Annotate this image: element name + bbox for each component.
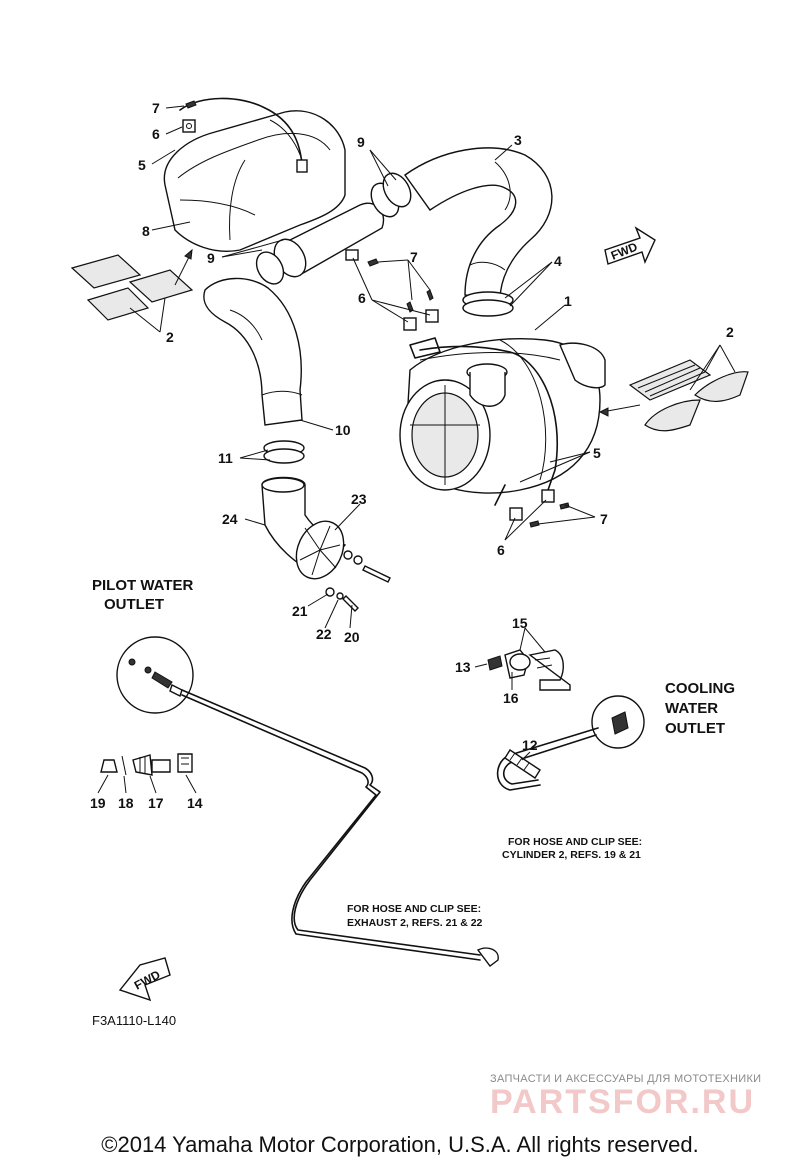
ref-21: 21	[292, 603, 308, 619]
air-box	[399, 338, 606, 494]
cooling-fitting	[487, 649, 571, 691]
pilot-caption-2: OUTLET	[104, 596, 164, 613]
ref-23: 23	[351, 491, 367, 507]
cylinder-note-2: CYLINDER 2, REFS. 19 & 21	[502, 849, 641, 861]
ref-12: 12	[522, 737, 538, 753]
ref-8: 8	[142, 223, 150, 239]
pilot-hose	[181, 689, 499, 967]
watermark-tagline: ЗАПЧАСТИ И АКСЕССУАРЫ ДЛЯ МОТОТЕХНИКИ	[490, 1073, 761, 1085]
ref-7-middle: 7	[410, 249, 418, 265]
ref-13: 13	[455, 659, 471, 675]
ref-16: 16	[503, 690, 519, 706]
exhaust-note-1: FOR HOSE AND CLIP SEE:	[347, 903, 481, 915]
ref-6-middle: 6	[358, 290, 366, 306]
ref-2-right: 2	[726, 324, 734, 340]
pilot-detail-circle	[116, 636, 194, 714]
ref-6-top: 6	[152, 126, 160, 142]
intake-duct	[255, 172, 412, 285]
clips-middle	[345, 249, 439, 331]
leader-lines	[97, 105, 736, 794]
elbow-24	[261, 476, 347, 580]
ref-4: 4	[554, 253, 562, 269]
cooling-caption-2: WATER	[665, 700, 718, 717]
watermark-logo: PARTSFOR.RU	[490, 1083, 755, 1121]
captions: PILOT WATER OUTLET COOLING WATER OUTLET	[92, 577, 735, 737]
ref-5-top: 5	[138, 157, 146, 173]
fwd-arrow-bottom: FWD	[118, 957, 171, 1002]
hose-3	[404, 147, 553, 301]
strap-5	[409, 337, 559, 506]
ref-9-top: 9	[357, 134, 365, 150]
notes: FOR HOSE AND CLIP SEE: CYLINDER 2, REFS.…	[347, 836, 642, 929]
ref-5-right: 5	[593, 445, 601, 461]
ref-14: 14	[187, 795, 203, 811]
fwd-label-top: FWD	[609, 239, 640, 262]
reference-numbers: 7 6 5 8 2 9 9 3 4 1 7 6 2 5 7 6 10 11 23…	[90, 100, 734, 811]
ref-22: 22	[316, 626, 332, 642]
ref-3: 3	[514, 132, 522, 148]
ref-15: 15	[512, 615, 528, 631]
ref-1: 1	[564, 293, 572, 309]
hose-10	[203, 277, 303, 426]
ref-6-lower: 6	[497, 542, 505, 558]
ref-20: 20	[344, 629, 360, 645]
clips-lower-right	[509, 489, 570, 528]
ref-10: 10	[335, 422, 351, 438]
pads-left	[70, 254, 194, 321]
exhaust-note-2: EXHAUST 2, REFS. 21 & 22	[347, 917, 483, 929]
cooling-caption-3: OUTLET	[665, 720, 725, 737]
ref-11: 11	[218, 450, 233, 466]
ref-19: 19	[90, 795, 106, 811]
ref-9-left: 9	[207, 250, 215, 266]
pads-right	[628, 359, 749, 432]
ref-17: 17	[148, 795, 164, 811]
watermark: ЗАПЧАСТИ И АКСЕССУАРЫ ДЛЯ МОТОТЕХНИКИ PA…	[490, 1073, 761, 1121]
ref-2-left: 2	[166, 329, 174, 345]
fwd-arrow-top: FWD	[604, 226, 656, 265]
fitting-parts	[100, 753, 193, 776]
ref-7-lower: 7	[600, 511, 608, 527]
clamp-4	[462, 291, 514, 317]
cylinder-note-1: FOR HOSE AND CLIP SEE:	[508, 836, 642, 848]
clamp-11	[263, 440, 305, 464]
clip-top-left	[182, 100, 197, 133]
figure-code: F3A1110-L140	[92, 1013, 176, 1028]
pilot-caption-1: PILOT WATER	[92, 577, 194, 594]
ref-18: 18	[118, 795, 134, 811]
pointer-arrows	[174, 248, 641, 417]
ref-24: 24	[222, 511, 238, 527]
copyright-notice: ©2014 Yamaha Motor Corporation, U.S.A. A…	[101, 1132, 698, 1157]
ref-7-top: 7	[152, 100, 160, 116]
cooling-detail	[496, 695, 645, 791]
bolts-20-23	[325, 550, 391, 612]
cooling-caption-1: COOLING	[665, 680, 735, 697]
air-box-cover	[163, 97, 346, 252]
